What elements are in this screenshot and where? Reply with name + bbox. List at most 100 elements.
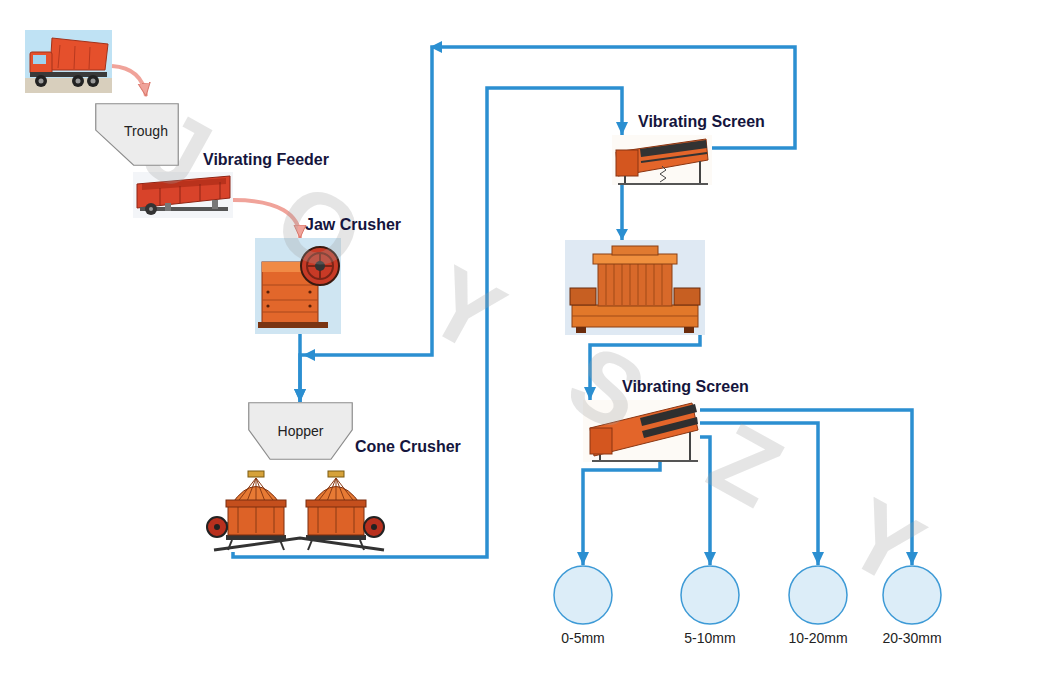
cone-crusher-unit <box>226 500 286 507</box>
cone-crusher-unit <box>238 507 239 533</box>
jaw-crusher-illustration <box>308 304 311 307</box>
equipment-label: Vibrating Screen <box>622 378 749 396</box>
product-circle <box>553 565 613 625</box>
vibrating-feeder-illustration <box>165 203 171 211</box>
jaw-crusher-illustration <box>308 290 311 293</box>
equipment-label: Vibrating Feeder <box>203 151 329 169</box>
vibrating-feeder-illustration <box>149 207 153 211</box>
vibrating-screen-illustration <box>616 139 708 176</box>
cone-crusher-unit <box>226 471 286 550</box>
jaw-crusher-illustration <box>266 304 269 307</box>
product-circle: 10-20mm <box>788 565 848 625</box>
sand-maker-illustration <box>614 264 615 305</box>
feed-arrow <box>112 66 146 96</box>
product-circle <box>788 565 848 625</box>
sand-maker-illustration <box>674 288 700 305</box>
sand-maker-illustration <box>598 262 672 306</box>
sand-maker-illustration <box>606 264 607 305</box>
cone-crusher-unit <box>274 507 275 533</box>
dump-truck <box>87 75 99 87</box>
equipment-node: Jaw Crusher <box>255 238 341 334</box>
vibrating-screen-illustration <box>612 135 712 185</box>
vibrating-feeder-illustration <box>145 203 157 215</box>
sand-maker-illustration <box>662 264 663 305</box>
size-label: 20-30mm <box>882 630 941 646</box>
vibrating-screen-illustration <box>641 153 707 162</box>
flow-arrowhead <box>616 229 628 240</box>
dump-truck <box>74 46 75 69</box>
flow-arrowhead <box>303 349 315 361</box>
sand-maker-illustration <box>654 264 655 305</box>
hopper-shape <box>249 403 353 460</box>
sand-maker-illustration <box>612 246 658 255</box>
cone-crusher-unit <box>306 471 366 550</box>
jaw-crusher-illustration <box>262 285 318 286</box>
size-label: 10-20mm <box>788 630 847 646</box>
product-circle <box>680 565 740 625</box>
vibrating-screen-illustration <box>616 150 638 176</box>
product-circle: 20-30mm <box>882 565 942 625</box>
cone-crusher-unit <box>228 540 232 550</box>
product-circle: 0-5mm <box>553 565 613 625</box>
cone-crusher-illustration <box>214 524 220 530</box>
sand-maker-illustration <box>630 264 631 305</box>
cone-crusher-unit <box>248 471 264 477</box>
dump-truck <box>76 79 81 84</box>
cone-crusher-unit <box>228 505 284 535</box>
jaw-crusher-illustration <box>262 300 318 301</box>
product-circle <box>789 566 847 624</box>
equipment-label: Jaw Crusher <box>305 216 401 234</box>
cone-crusher-illustration <box>364 517 384 537</box>
vibrating-screen-illustration <box>618 183 708 185</box>
node-label: Trough <box>95 123 179 139</box>
sand-maker-illustration <box>684 327 694 333</box>
dump-truck <box>91 79 96 84</box>
product-circle <box>883 566 941 624</box>
cone-crusher-unit <box>280 540 284 550</box>
sand-maker-illustration <box>622 264 623 305</box>
watermark: JOYSZY <box>129 92 1021 647</box>
vibrating-screen-illustration <box>699 161 701 184</box>
sand-maker-illustration <box>638 264 639 305</box>
vibrating-screen-illustration <box>624 176 626 184</box>
flow-arrowhead <box>430 41 442 53</box>
dump-truck <box>39 79 44 84</box>
equipment-label: Vibrating Screen <box>638 113 765 131</box>
dump-truck <box>89 47 90 69</box>
dump-truck <box>72 75 84 87</box>
size-label: 5-10mm <box>684 630 735 646</box>
product-circle: 5-10mm <box>680 565 740 625</box>
cone-crusher-illustration <box>207 462 385 552</box>
vibrating-screen-illustration <box>660 166 666 182</box>
vibrating-screen-illustration <box>612 135 712 185</box>
trough-shape: Trough <box>95 103 179 166</box>
cone-crusher-unit <box>226 535 286 540</box>
cone-crusher-illustration <box>371 524 377 530</box>
hopper-shape: Hopper <box>248 402 353 460</box>
jaw-crusher-illustration <box>266 290 269 293</box>
cone-crusher-unit <box>256 507 257 533</box>
cone-crusher-illustration <box>208 462 385 552</box>
node-label: Hopper <box>248 423 353 439</box>
dump-truck <box>58 45 60 68</box>
equipment-node: Cone Crusher <box>208 462 385 552</box>
product-circle <box>681 566 739 624</box>
jaw-crusher-illustration <box>258 322 328 328</box>
dump-truck <box>25 30 112 93</box>
sand-maker-illustration <box>646 264 647 305</box>
product-circle <box>882 565 942 625</box>
equipment-node: Vibrating Screen <box>612 135 712 185</box>
equipment-node: Vibrating Feeder <box>133 172 233 218</box>
size-label: 0-5mm <box>561 630 605 646</box>
dump-truck <box>30 52 52 74</box>
jaw-crusher-illustration <box>262 312 318 313</box>
dump-truck <box>35 75 47 87</box>
sand-maker-illustration <box>570 288 596 305</box>
dump-truck <box>33 55 46 64</box>
dump-truck <box>25 30 112 93</box>
dump-truck <box>50 38 108 70</box>
cone-crusher-illustration <box>207 517 227 537</box>
trough-shape <box>96 104 179 166</box>
flow-connector <box>583 462 660 565</box>
